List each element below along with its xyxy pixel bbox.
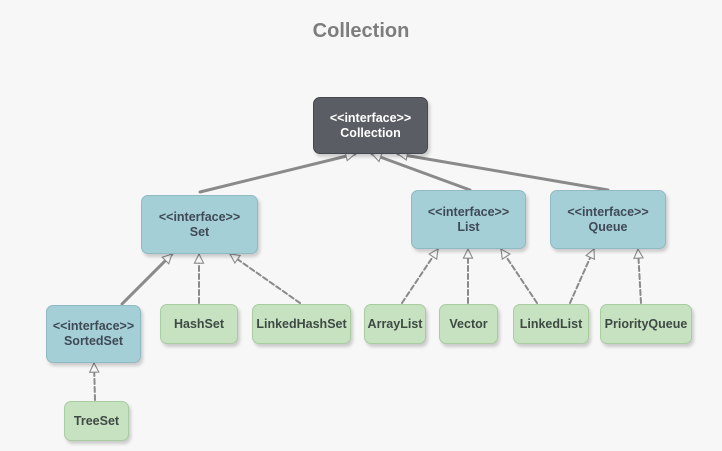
- node-list-stereotype: <<interface>>: [427, 204, 510, 219]
- node-vector-name: Vector: [449, 316, 488, 331]
- edge-linkedlist-queue: [569, 249, 594, 304]
- diagram-title: Collection: [312, 20, 410, 42]
- node-set-name: Set: [189, 224, 210, 239]
- node-list-name: List: [457, 219, 480, 234]
- node-treeset: TreeSet: [64, 401, 129, 441]
- node-linkedlist-name: LinkedList: [519, 316, 583, 331]
- edge-linkedhashset-set: [230, 253, 301, 304]
- edge-list-collection: [370, 154, 472, 192]
- node-priorityqueue: PriorityQueue: [600, 304, 692, 344]
- node-priorityqueue-name: PriorityQueue: [604, 316, 688, 331]
- node-sortedset-stereotype: <<interface>>: [52, 319, 135, 333]
- node-vector: Vector: [439, 304, 498, 344]
- edge-sortedset-set: [120, 252, 174, 306]
- node-linkedhashset-name: LinkedHashSet: [256, 316, 347, 331]
- edge-queue-collection: [396, 154, 610, 192]
- node-queue: <<interface>> Queue: [550, 190, 666, 249]
- node-list: <<interface>> List: [411, 190, 526, 249]
- node-collection-name: Collection: [340, 125, 401, 140]
- node-hashset-name: HashSet: [173, 316, 225, 331]
- node-hashset: HashSet: [160, 304, 238, 344]
- edge-priorityqueue-queue: [638, 249, 641, 304]
- node-arraylist-name: ArrayList: [367, 316, 423, 331]
- node-sortedset: <<interface>> SortedSet: [46, 305, 141, 363]
- edge-arraylist-list: [401, 249, 439, 304]
- node-linkedhashset: LinkedHashSet: [252, 304, 351, 344]
- node-queue-stereotype: <<interface>>: [567, 204, 649, 219]
- node-sortedset-name: SortedSet: [63, 334, 124, 348]
- edge-treeset-sortedset: [94, 363, 95, 401]
- node-arraylist: ArrayList: [364, 304, 426, 344]
- node-set-stereotype: <<interface>>: [158, 209, 241, 224]
- node-collection-stereotype: <<interface>>: [329, 110, 412, 125]
- edge-set-collection: [198, 154, 357, 194]
- node-queue-name: Queue: [588, 219, 628, 234]
- edge-linkedlist-list: [500, 249, 538, 304]
- node-linkedlist: LinkedList: [513, 304, 589, 344]
- node-treeset-name: TreeSet: [73, 413, 120, 428]
- node-set: <<interface>> Set: [141, 195, 258, 254]
- node-collection: <<interface>> Collection: [313, 97, 428, 154]
